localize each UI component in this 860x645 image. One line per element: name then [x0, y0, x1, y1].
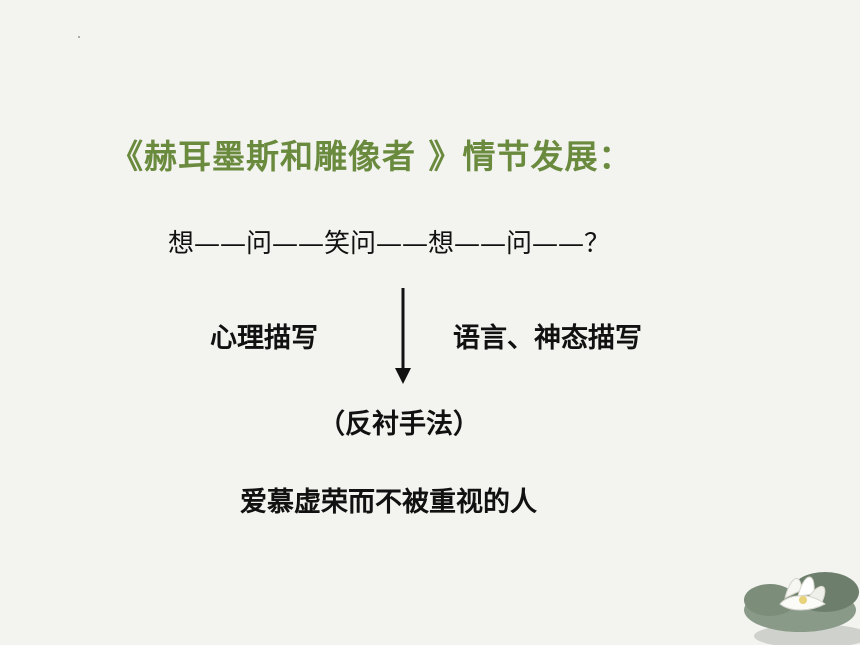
psychological-description-label: 心理描写	[210, 323, 318, 354]
decorative-dot	[78, 36, 80, 38]
plot-sequence: 想——问——笑问——想——问——？	[168, 229, 611, 259]
conclusion-text: 爱慕虚荣而不被重视的人	[240, 487, 537, 518]
arrow-down-icon	[395, 288, 411, 384]
technique-label: （反衬手法）	[318, 409, 480, 440]
lotus-flower-icon	[744, 572, 860, 645]
language-expression-label: 语言、神态描写	[453, 323, 642, 354]
slide-title: 《赫耳墨斯和雕像者 》情节发展：	[110, 137, 633, 176]
